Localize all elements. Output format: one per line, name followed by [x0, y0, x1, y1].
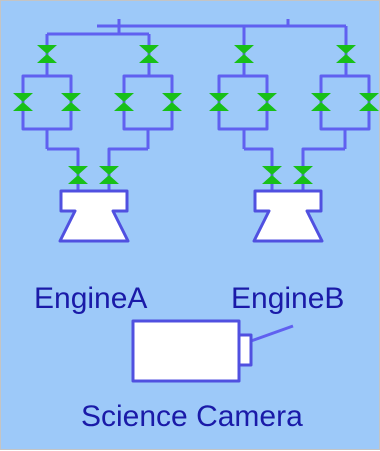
valve-icon: [311, 93, 331, 111]
valve-icon: [209, 93, 229, 111]
valve-icon: [114, 93, 134, 111]
camera-label: Science Camera: [81, 400, 303, 433]
valve-icon: [13, 93, 33, 111]
valve-icon: [336, 45, 356, 63]
valve-group: [13, 45, 379, 184]
valve-icon: [257, 93, 277, 111]
valve-icon: [68, 166, 88, 184]
engine-a-label: EngineA: [34, 282, 148, 315]
valve-icon: [293, 166, 313, 184]
valve-icon: [99, 166, 119, 184]
valve-icon: [139, 45, 159, 63]
engine-a-icon: [58, 189, 130, 243]
camera-icon: [131, 319, 253, 383]
valve-icon: [61, 93, 81, 111]
valve-icon: [162, 93, 182, 111]
valve-icon: [262, 166, 282, 184]
valve-icon: [37, 45, 57, 63]
valve-icon: [359, 93, 379, 111]
valve-icon: [234, 45, 254, 63]
engine-b-label: EngineB: [231, 282, 345, 315]
engine-b-icon: [252, 189, 324, 243]
